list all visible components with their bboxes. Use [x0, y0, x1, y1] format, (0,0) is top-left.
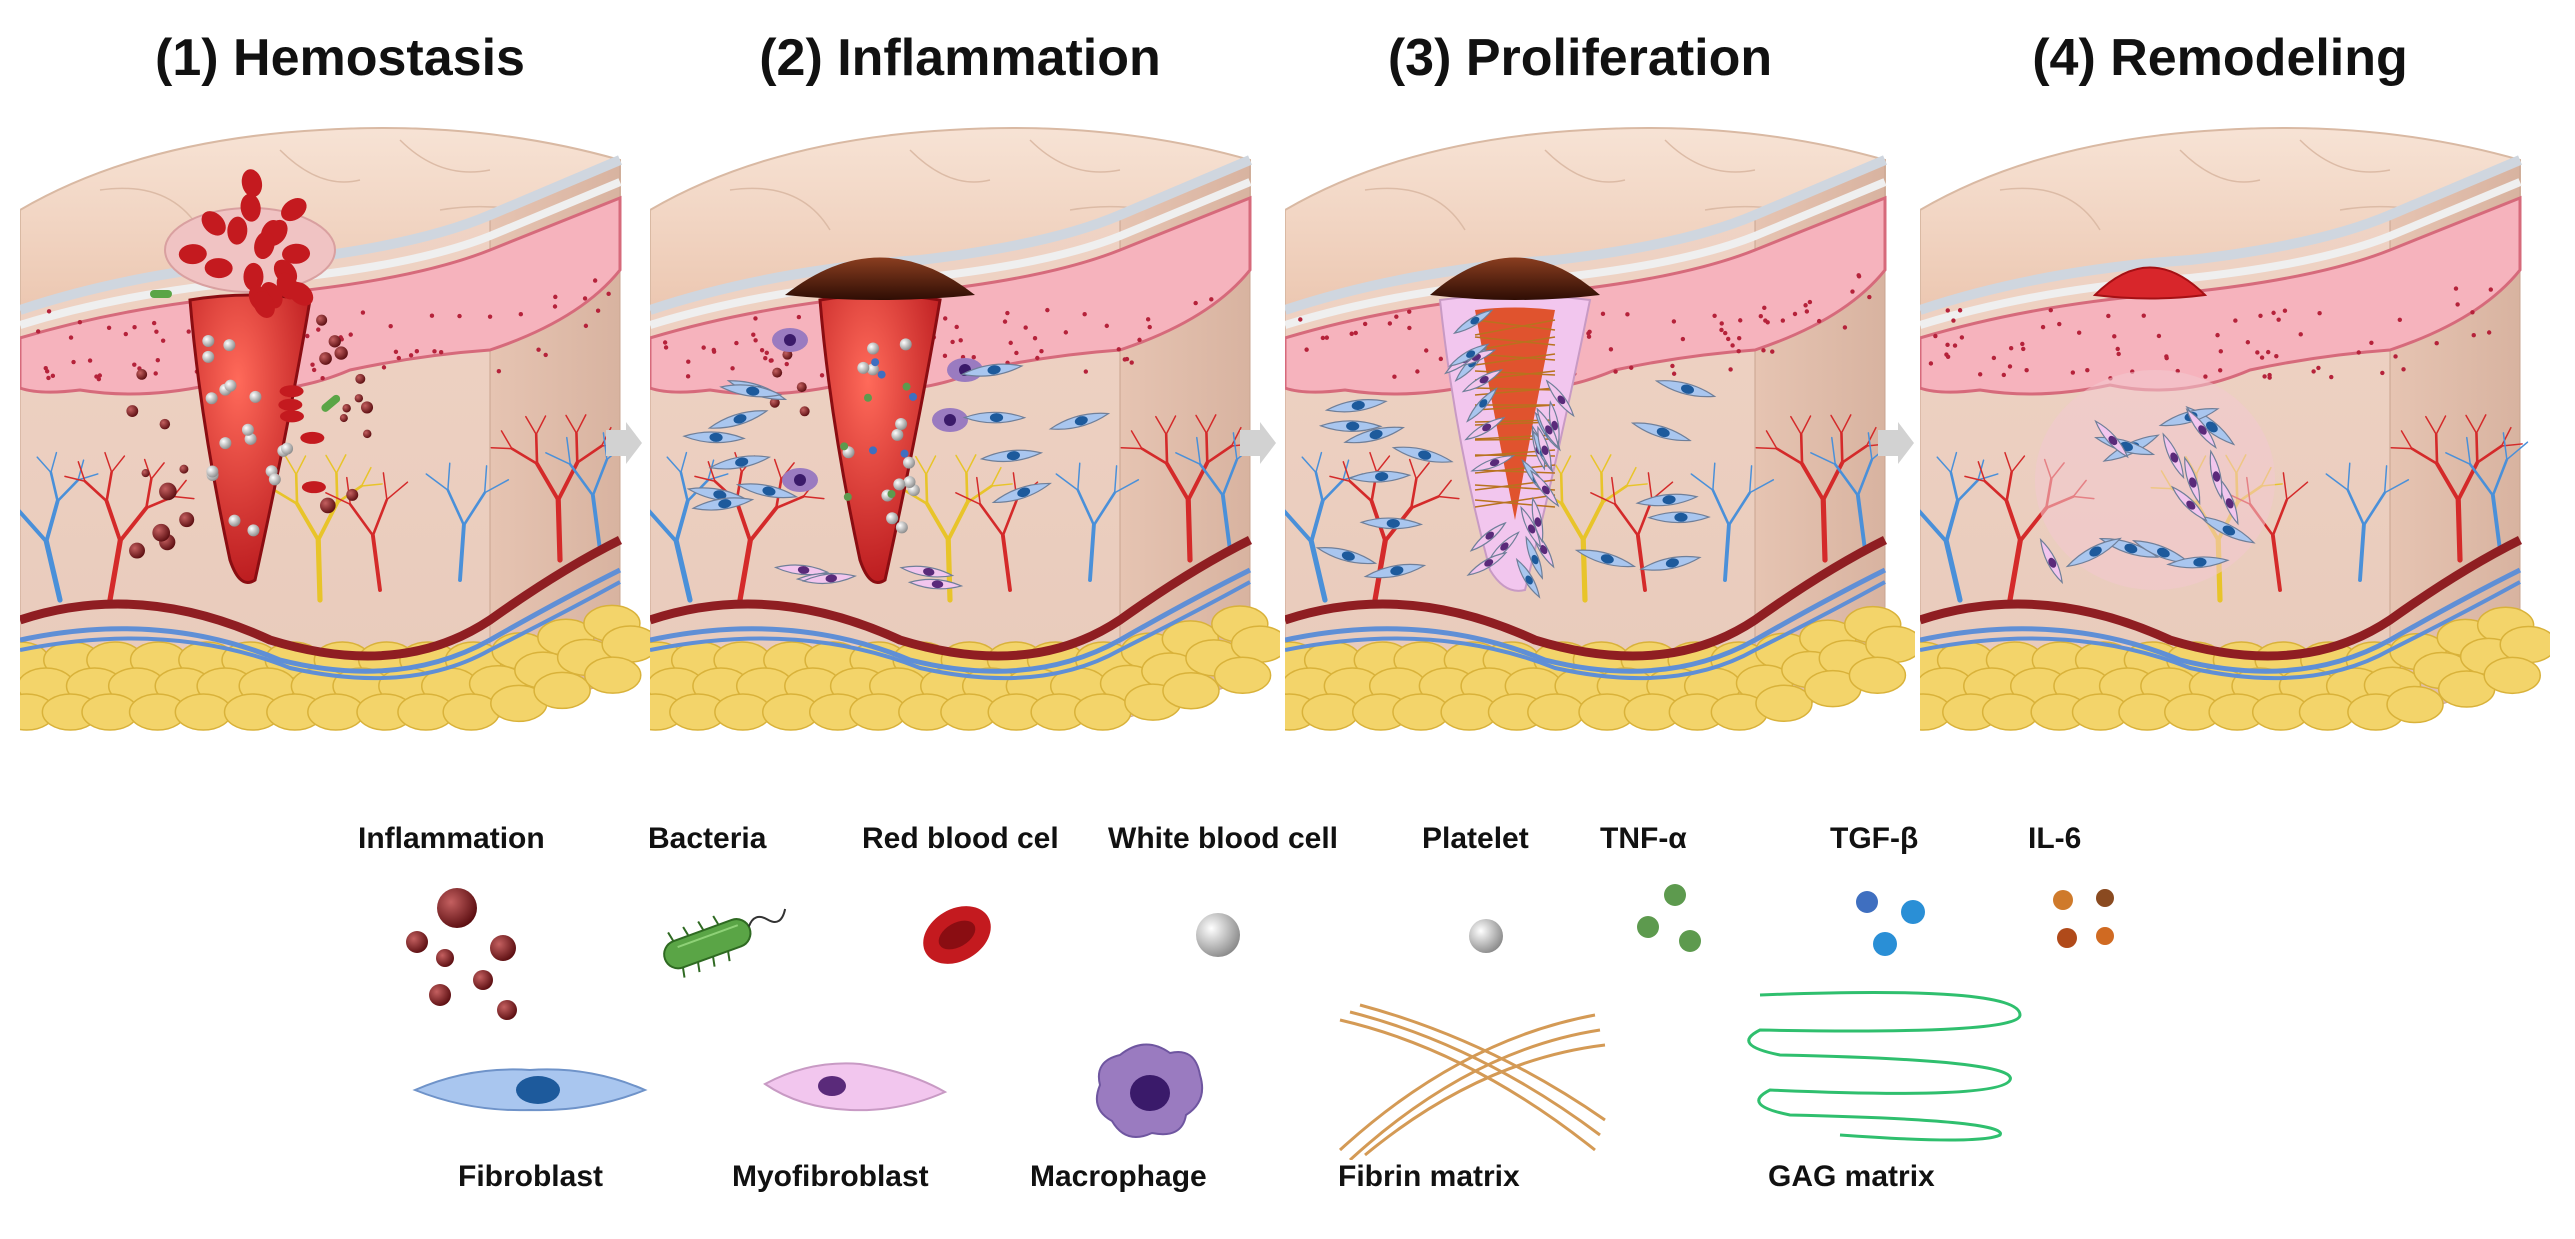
legend-label-macrophage: Macrophage	[1030, 1160, 1207, 1193]
myofibroblast-icon	[763, 1062, 948, 1112]
legend-label-fibrin-matrix: Fibrin matrix	[1338, 1160, 1520, 1193]
arrow-icon	[1876, 420, 1916, 466]
legend-label-tgf-beta: TGF-β	[1830, 822, 1919, 855]
legend-label-myofibroblast: Myofibroblast	[732, 1160, 929, 1193]
tgf-beta-icon	[1856, 891, 1925, 956]
legend-label-inflammation: Inflammation	[358, 822, 545, 855]
arrow-icon	[1238, 420, 1278, 466]
platelet-icon	[1469, 919, 1503, 953]
stage-title-inflammation: (2) Inflammation	[759, 29, 1161, 87]
white-blood-cell-icon	[1196, 913, 1240, 957]
legend-label-red-blood-cell: Red blood cel	[862, 822, 1059, 855]
inflammation-cluster-icon	[406, 888, 517, 1020]
skin-panel-inflammation	[650, 120, 1280, 750]
skin-block-illustration	[1285, 127, 1915, 731]
legend-label-gag-matrix: GAG matrix	[1768, 1160, 1935, 1193]
skin-panel-remodeling	[1920, 120, 2550, 750]
arrow-icon	[604, 420, 644, 466]
legend-label-white-blood-cell: White blood cell	[1108, 822, 1338, 855]
legend-label-bacteria: Bacteria	[648, 822, 767, 855]
skin-block-illustration	[20, 127, 650, 731]
fibroblast-icon	[412, 1068, 648, 1112]
bacteria-icon	[663, 908, 787, 978]
stage-title-proliferation: (3) Proliferation	[1387, 29, 1773, 87]
stage-title-hemostasis: (1) Hemostasis	[155, 29, 525, 87]
red-blood-cell-icon	[923, 906, 991, 964]
legend-label-fibroblast: Fibroblast	[458, 1160, 604, 1193]
il-6-icon	[2053, 889, 2114, 948]
legend-label-tnf-alpha: TNF-α	[1600, 822, 1687, 855]
gag-matrix-icon	[1747, 991, 2022, 1142]
macrophage-icon	[1096, 1043, 1204, 1138]
tnf-alpha-icon	[1637, 884, 1701, 952]
legend-label-platelet: Platelet	[1422, 822, 1529, 855]
skin-block-illustration	[1920, 127, 2550, 731]
skin-panel-proliferation	[1285, 120, 1915, 750]
skin-block-illustration	[650, 127, 1280, 731]
stage-title-remodeling: (4) Remodeling	[2032, 29, 2408, 87]
fibrin-matrix-icon	[1338, 1003, 1606, 1160]
skin-panel-hemostasis	[20, 120, 650, 750]
legend-label-il-6: IL-6	[2028, 822, 2082, 855]
